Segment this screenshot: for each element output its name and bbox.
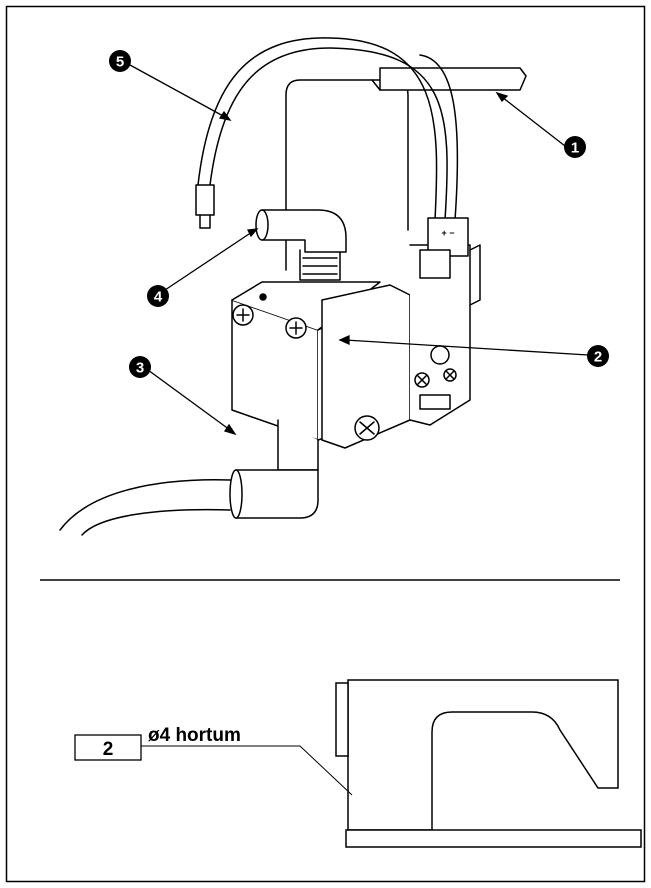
callout-2-label: 2 [594, 349, 602, 366]
solenoid-button [430, 345, 450, 365]
wire-inner [209, 47, 448, 221]
callout-4: 4 [147, 285, 169, 307]
machine-arm [347, 679, 619, 831]
leader-lines [129, 64, 589, 436]
machine-head-outline [335, 679, 642, 848]
wire-end-connector [195, 184, 215, 216]
callout-1-label: 1 [571, 140, 579, 157]
hose-tag-number: 2 [103, 739, 114, 760]
terminal-polarity-marks: + − [441, 228, 454, 238]
bracket-flange [379, 67, 527, 91]
air-hose-lower [81, 508, 231, 536]
handwheel [335, 682, 349, 757]
wire-outer [197, 37, 438, 221]
top-fitting-base [299, 249, 341, 281]
callout-3: 3 [129, 356, 151, 378]
bottom-elbow-fitting [235, 469, 319, 519]
air-hose-upper [59, 479, 231, 531]
hose-tag-leader [141, 745, 353, 796]
callout-4-label: 4 [154, 289, 163, 306]
callout-3-label: 3 [136, 360, 144, 377]
hose-tag-text: ø4 hortum [148, 725, 241, 746]
machine-bed [345, 829, 642, 848]
hose-tag: 2 ø4 hortum [74, 725, 241, 761]
valve-assembly-illustration [59, 37, 527, 536]
hose-tag-box [74, 734, 142, 761]
outer-border [5, 5, 646, 883]
callout-5: 5 [109, 50, 131, 72]
top-elbow-fitting [261, 209, 347, 253]
callout-5-label: 5 [116, 54, 124, 71]
callout-1: 1 [564, 136, 586, 158]
callout-2: 2 [587, 345, 609, 367]
